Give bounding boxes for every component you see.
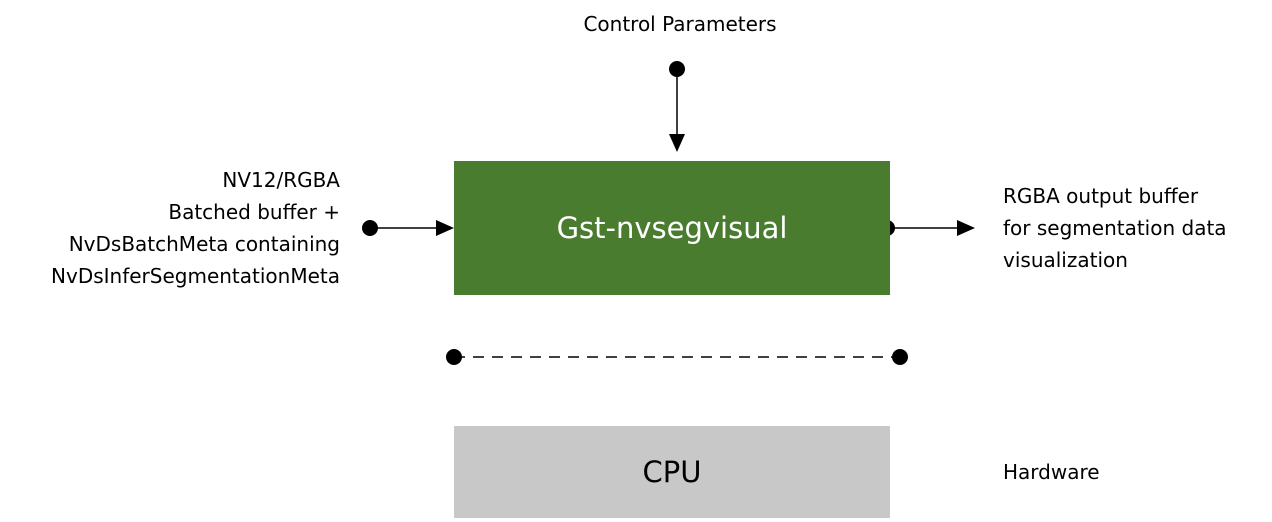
output-line-visualization: visualization [1003,248,1128,272]
separator-right-dot [892,349,908,365]
output-line-buffer: RGBA output buffer [1003,184,1199,208]
output-line-segmentation: for segmentation data [1003,216,1227,240]
input-line-batch-meta: NvDsBatchMeta containing [68,232,340,256]
input-line-batched-buffer: Batched buffer + [168,200,340,224]
plugin-label: Gst-nvsegvisual [556,211,788,245]
input-label: NV12/RGBA Batched buffer + NvDsBatchMeta… [0,164,340,292]
output-arrowhead [957,220,975,236]
hardware-label: Hardware [1003,460,1100,484]
control-parameters-label: Control Parameters [583,12,777,36]
cpu-label: CPU [642,455,702,489]
input-line-segmentation-meta: NvDsInferSegmentationMeta [51,264,340,288]
input-arrowhead [436,220,454,236]
cpu-block: CPU [454,426,890,518]
input-line-format: NV12/RGBA [222,168,340,192]
output-label: RGBA output buffer for segmentation data… [1003,180,1227,276]
gst-nvsegvisual-block: Gst-nvsegvisual [454,161,890,295]
control-arrowhead [669,134,685,152]
